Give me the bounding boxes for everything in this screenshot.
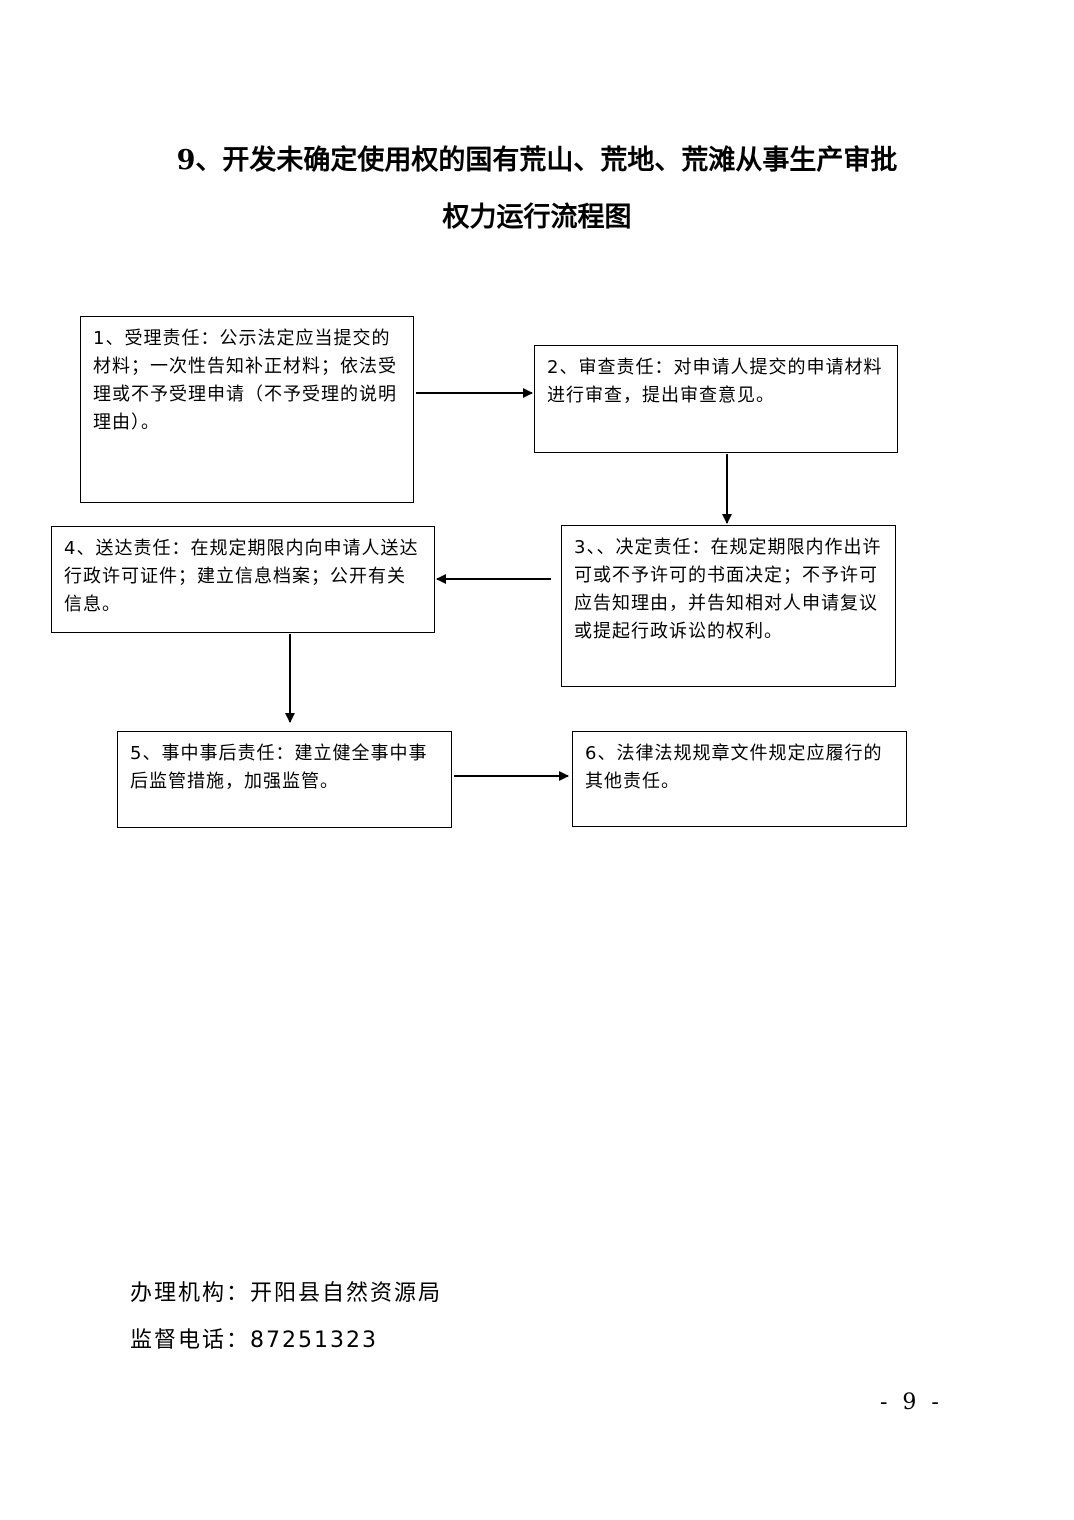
page-number: - 9 - <box>880 1390 943 1415</box>
page-title: 9、开发未确定使用权的国有荒山、荒地、荒滩从事生产审批 <box>176 145 898 176</box>
step-6-other-duties: 6、法律法规规章文件规定应履行的其他责任。 <box>572 731 907 827</box>
page-subtitle: 权力运行流程图 <box>442 202 632 233</box>
step-1-acceptance: 1、受理责任：公示法定应当提交的材料；一次性告知补正材料；依法受理或不予受理申请… <box>80 316 414 503</box>
step-5-supervision: 5、事中事后责任：建立健全事中事后监管措施，加强监管。 <box>117 731 452 828</box>
handling-agency: 办理机构：开阳县自然资源局 <box>130 1281 443 1306</box>
step-2-review: 2、审查责任：对申请人提交的申请材料进行审查，提出审查意见。 <box>534 345 898 453</box>
step-4-delivery: 4、送达责任：在规定期限内向申请人送达行政许可证件；建立信息档案；公开有关信息。 <box>51 526 435 633</box>
supervision-phone: 监督电话：87251323 <box>130 1328 378 1353</box>
step-3-decision: 3、、决定责任：在规定期限内作出许可或不予许可的书面决定；不予许可应告知理由，并… <box>561 525 896 687</box>
